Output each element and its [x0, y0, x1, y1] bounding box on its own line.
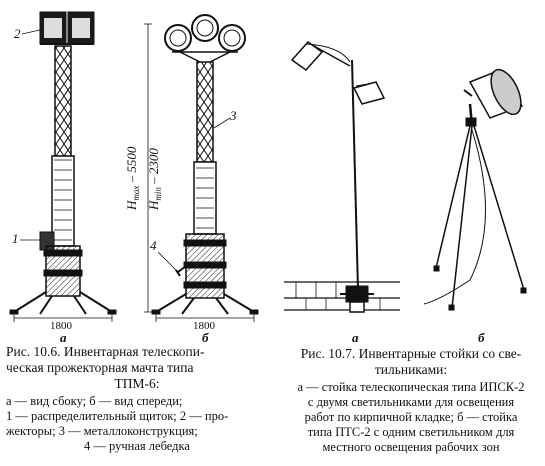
label-4: 4 [150, 238, 157, 253]
caption-line: ческая прожекторная мачта типа [6, 360, 194, 375]
stand-ipsk2 [284, 40, 400, 313]
label-2: 2 [14, 26, 21, 41]
caption-title-10-6: Рис. 10.6. Инвентарная телескопи- ческая… [6, 344, 268, 392]
description-line: а — вид сбоку; б — вид спереди; [6, 394, 183, 408]
caption-line: Рис. 10.6. Инвентарная телескопи- [6, 344, 205, 359]
mast-front-view [144, 14, 259, 322]
description-line: 1 — распределительный щиток; 2 — про- [6, 409, 229, 423]
description-line: жекторы; 3 — металлоконструкция; [6, 424, 198, 438]
height-max-label: Hmax – 5500 [124, 146, 141, 211]
description-line: а — стойка телескопическая типа ИПСК-2 [297, 380, 525, 394]
view-a-label-10-6: а [60, 330, 67, 345]
svg-text:Hmin – 2300: Hmin – 2300 [146, 148, 163, 211]
caption-line: тильниками: [374, 362, 448, 377]
stand-pts2 [423, 68, 527, 311]
view-a-label-10-7: а [352, 330, 359, 345]
description-line: с двумя светильниками для освещения [307, 395, 515, 409]
description-line: работ по кирпичной кладке; б — стойка [304, 410, 518, 424]
mast-side-view [9, 11, 117, 322]
label-3: 3 [229, 108, 237, 123]
description-line: местного освещения рабочих зон [322, 440, 500, 454]
dimension-width-right: 1800 [193, 320, 216, 332]
caption-figure-10-6: Рис. 10.6. Инвентарная телескопи- ческая… [6, 344, 268, 454]
caption-figure-10-7: Рис. 10.7. Инвентарные стойки со све- ти… [280, 346, 542, 455]
view-b-label-10-7: б [478, 330, 485, 345]
caption-description-10-6: а — вид сбоку; б — вид спереди; 1 — расп… [6, 394, 268, 454]
caption-title-10-7: Рис. 10.7. Инвентарные стойки со све- ти… [280, 346, 542, 378]
dimension-width-left: 1800 [50, 320, 73, 332]
description-line: типа ПТС-2 с одним светильником для [307, 425, 515, 439]
caption-description-10-7: а — стойка телескопическая типа ИПСК-2 с… [280, 380, 542, 455]
svg-text:Hmax – 5500: Hmax – 5500 [124, 146, 141, 211]
caption-line: ТПМ-6: [114, 376, 160, 391]
height-min-label: Hmin – 2300 [146, 148, 163, 211]
technical-illustration: 2 1 1800 а 3 4 [9, 11, 527, 345]
caption-line: Рис. 10.7. Инвентарные стойки со све- [300, 346, 522, 361]
view-b-label-10-6: б [202, 330, 209, 345]
label-1: 1 [12, 231, 19, 246]
description-line: 4 — ручная лебедка [84, 439, 190, 453]
